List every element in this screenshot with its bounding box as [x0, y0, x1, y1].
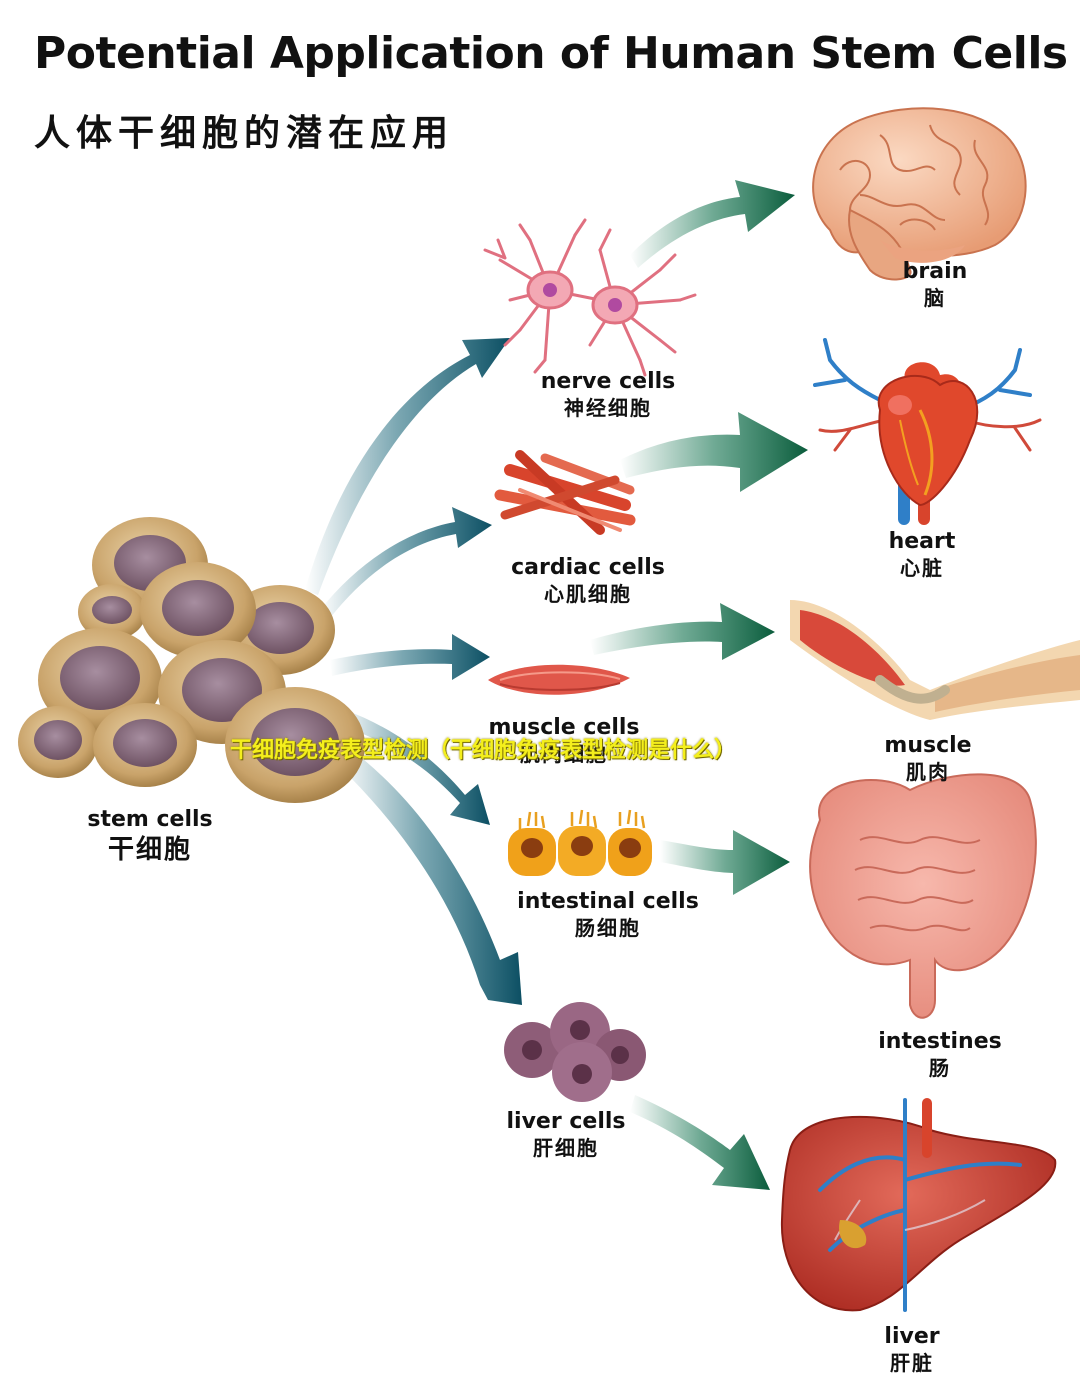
label-liver-en: liver — [884, 1324, 940, 1349]
label-nerve-cells-zh: 神经细胞 — [564, 395, 652, 420]
arrow-to-intestines — [660, 830, 790, 895]
nerve-cells-illustration — [483, 218, 697, 377]
label-liver-cells-en: liver cells — [506, 1109, 626, 1134]
liver-cells-illustration — [504, 1002, 646, 1102]
label-intestines: intestines 肠 — [878, 1028, 1001, 1081]
label-brain-zh: 脑 — [924, 285, 946, 310]
label-liver: liver 肝脏 — [884, 1323, 939, 1376]
intestines-illustration — [809, 773, 1037, 1019]
label-heart-en: heart — [888, 529, 956, 554]
label-liver-cells: liver cells 肝细胞 — [507, 1108, 626, 1161]
label-muscle-cells-zh: 肌肉细胞 — [519, 741, 608, 766]
arrow-to-liver — [630, 1095, 770, 1190]
arm-muscle-illustration — [790, 600, 1080, 720]
label-liver-cells-zh: 肝细胞 — [533, 1135, 599, 1160]
label-intestinal-cells-en: intestinal cells — [517, 889, 699, 914]
arrow-to-liver-cells — [338, 745, 522, 1005]
label-cardiac-cells: cardiac cells 心肌细胞 — [511, 554, 665, 607]
cardiac-cells-illustration — [494, 450, 636, 535]
label-cardiac-cells-en: cardiac cells — [511, 555, 665, 580]
arrow-to-muscle-cells — [330, 634, 490, 680]
intestinal-cells-illustration — [508, 809, 652, 876]
label-nerve-cells-en: nerve cells — [540, 369, 676, 394]
brain-illustration — [812, 107, 1027, 281]
arrow-to-cardiac-cells — [320, 507, 492, 618]
arrow-to-brain — [630, 180, 795, 268]
label-stem-cells-en: stem cells — [87, 807, 213, 832]
liver-illustration — [780, 1098, 1057, 1312]
label-muscle-cells: muscle cells 肌肉细胞 — [489, 714, 640, 767]
label-brain-en: brain — [902, 259, 968, 284]
arrow-to-muscle — [590, 603, 775, 660]
label-heart: heart 心脏 — [889, 528, 956, 581]
label-nerve-cells: nerve cells 神经细胞 — [541, 368, 676, 421]
label-liver-zh: 肝脏 — [889, 1350, 934, 1375]
label-intestines-zh: 肠 — [928, 1055, 951, 1080]
label-intestines-en: intestines — [878, 1029, 1002, 1054]
label-heart-zh: 心脏 — [899, 555, 944, 580]
label-intestinal-cells-zh: 肠细胞 — [574, 915, 641, 940]
heart-illustration — [813, 338, 1042, 525]
arrow-to-nerve-cells — [305, 338, 510, 595]
label-muscle-en: muscle — [884, 733, 972, 758]
arrow-to-heart — [620, 412, 808, 492]
stem-cells-illustration — [18, 517, 365, 803]
muscle-cell-illustration — [488, 664, 630, 695]
label-muscle: muscle 肌肉 — [884, 732, 971, 785]
label-stem-cells: stem cells 干细胞 — [87, 806, 212, 866]
label-muscle-zh: 肌肉 — [906, 759, 950, 784]
page-title: Potential Application of Human Stem Cell… — [34, 28, 1068, 79]
page-subtitle: 人体干细胞的潜在应用 — [34, 113, 455, 154]
label-muscle-cells-en: muscle cells — [488, 715, 640, 740]
arrow-to-intestinal-cells — [340, 710, 490, 825]
label-cardiac-cells-zh: 心肌细胞 — [544, 581, 632, 606]
overlay-caption: 干细胞免疫表型检测（干细胞免疫表型检测是什么） — [230, 738, 737, 763]
label-brain: brain 脑 — [903, 258, 968, 311]
label-intestinal-cells: intestinal cells 肠细胞 — [517, 888, 699, 941]
label-stem-cells-zh: 干细胞 — [107, 834, 193, 865]
